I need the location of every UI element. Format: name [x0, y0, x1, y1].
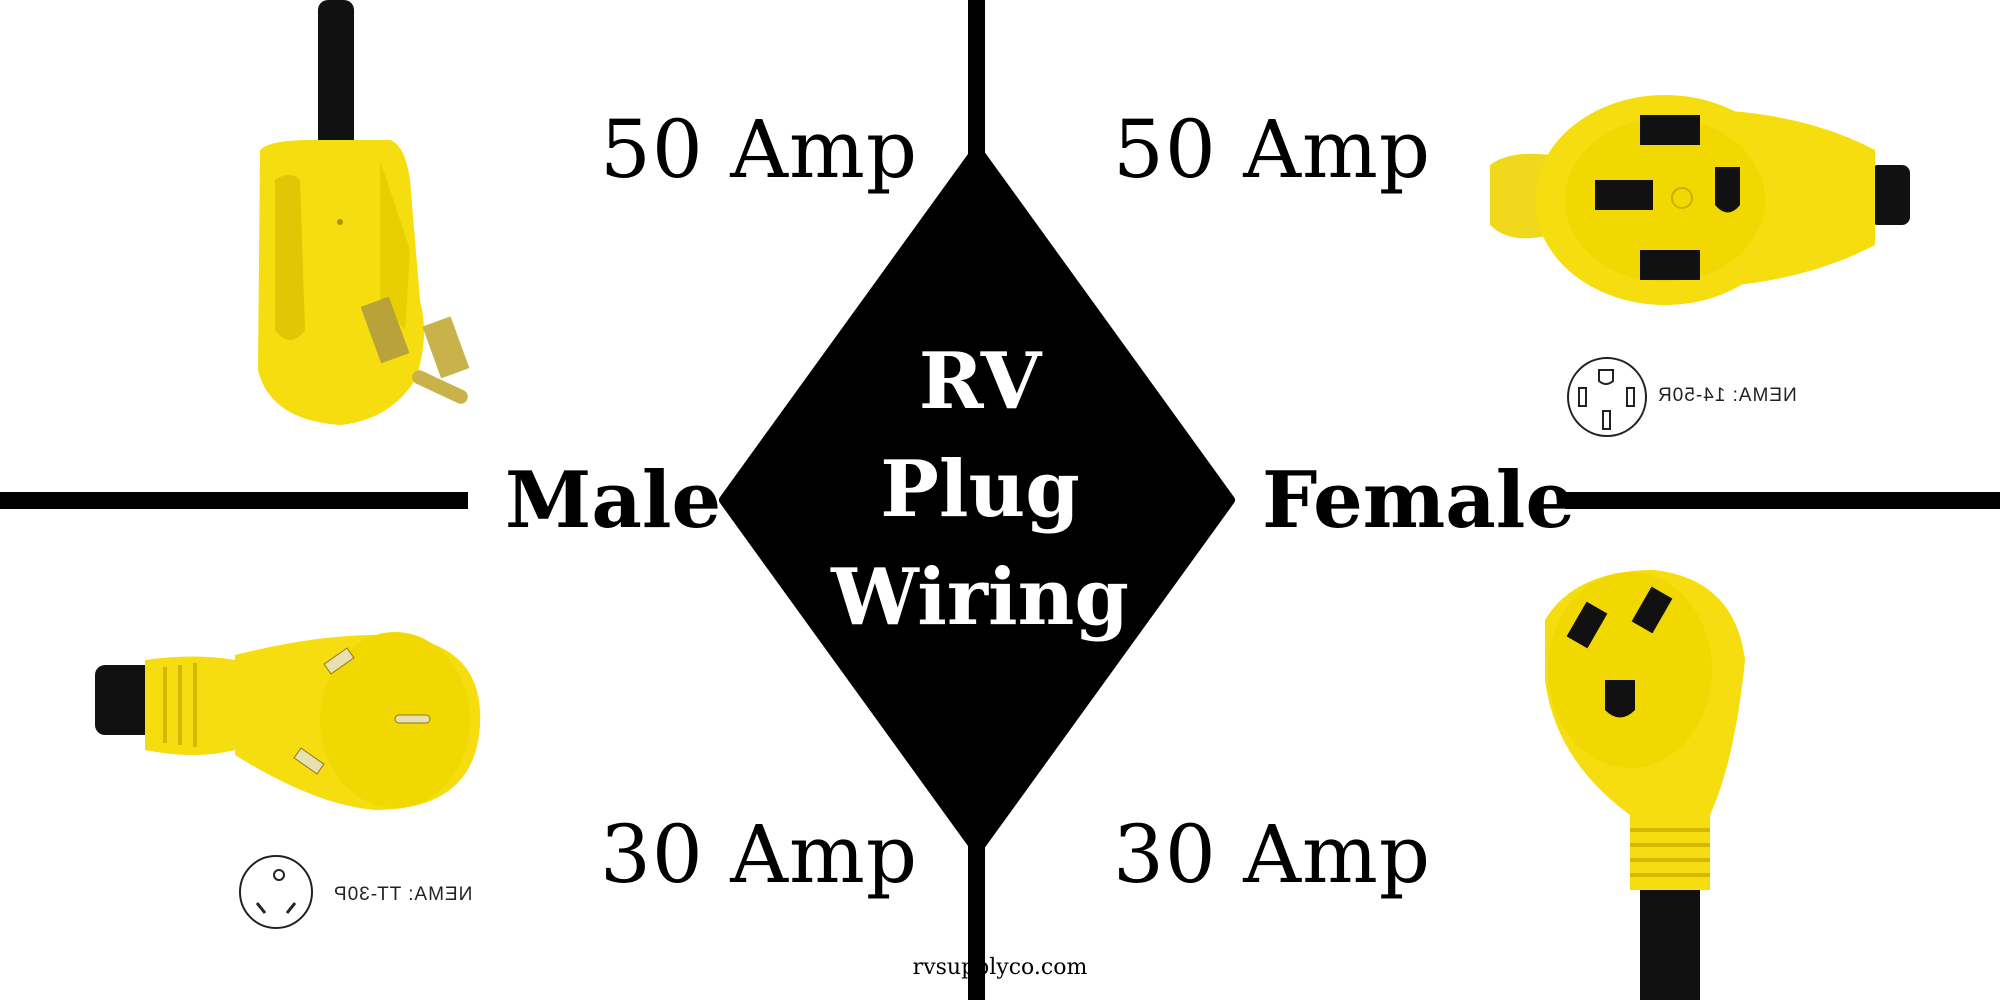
- diagram-title: RV Plug Wiring: [780, 330, 1180, 650]
- nema-14-50r-label: NEMA: 14-50R: [1657, 385, 1797, 406]
- nema-14-50r-diagram-icon: [1567, 357, 1647, 437]
- nema-tt-30p-label: NEMA: TT-30P: [333, 884, 473, 905]
- title-line-3: Wiring: [831, 552, 1129, 643]
- nema-tt-30p-diagram-icon: [239, 855, 313, 929]
- top-vertical-divider: [968, 0, 985, 160]
- bottom-vertical-divider: [968, 820, 985, 1000]
- female-50-amp-plug-icon: [1490, 95, 1910, 305]
- title-line-2: Plug: [880, 444, 1080, 535]
- female-30-amp-plug-icon: [1545, 570, 1745, 1000]
- footer-site-url: rvsupplyco.com: [912, 955, 1088, 980]
- female-label: Female: [1262, 455, 1576, 546]
- title-line-1: RV: [918, 336, 1042, 427]
- right-horizontal-divider: [1565, 492, 2000, 509]
- male-label: Male: [505, 455, 722, 546]
- left-horizontal-divider: [0, 492, 468, 509]
- bottom-right-amp-label: 30 Amp: [1113, 808, 1432, 901]
- top-left-amp-label: 50 Amp: [600, 103, 919, 196]
- male-30-amp-plug-icon: [95, 632, 481, 810]
- male-50-amp-plug-icon: [258, 0, 470, 425]
- bottom-left-amp-label: 30 Amp: [600, 808, 919, 901]
- top-right-amp-label: 50 Amp: [1113, 103, 1432, 196]
